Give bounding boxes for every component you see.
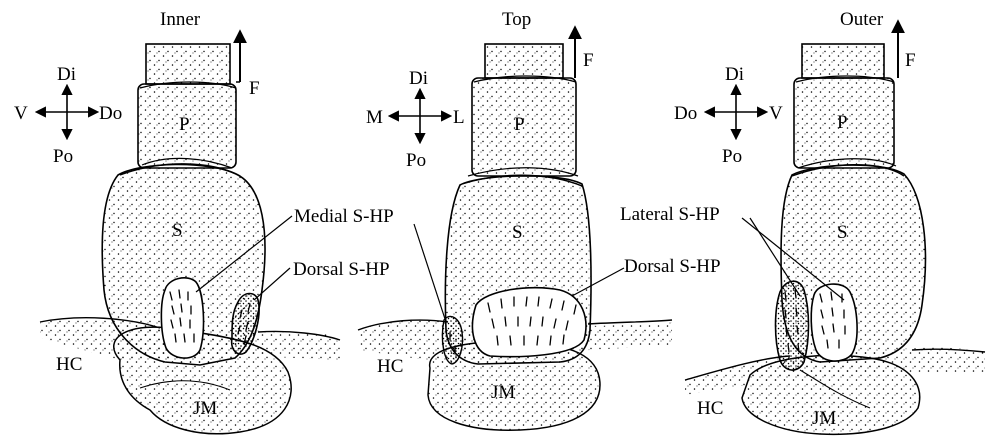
label-s: S xyxy=(512,222,523,243)
compass-label-down: Po xyxy=(722,146,742,167)
label-p: P xyxy=(179,114,190,135)
label-hc: HC xyxy=(56,354,82,375)
panel-title: Outer xyxy=(840,9,884,30)
panel-title: Inner xyxy=(160,9,201,30)
dorsal-hairplate xyxy=(776,281,809,370)
label-jm: JM xyxy=(193,398,217,419)
label-dorsal-s-hp: Dorsal S-HP xyxy=(293,259,390,280)
shaft xyxy=(146,44,230,84)
dorsal-hairplate xyxy=(472,288,585,357)
leader-line xyxy=(414,224,446,322)
compass-rose xyxy=(706,86,766,138)
compass-label-left: V xyxy=(14,103,28,124)
label-lateral-s-hp: Lateral S-HP xyxy=(620,204,720,225)
compass-label-up: Di xyxy=(57,64,76,85)
compass-label-up: Di xyxy=(409,68,428,89)
lateral-hairplate-edge xyxy=(442,316,462,364)
compass-label-left: M xyxy=(366,107,383,128)
medial-hairplate xyxy=(161,278,203,358)
label-s: S xyxy=(837,222,848,243)
label-jm: JM xyxy=(491,382,515,403)
panel-outer: Outer F Di Po Do V P S HC JM Lateral S-H… xyxy=(620,9,985,434)
body-edge xyxy=(588,320,672,324)
force-label: F xyxy=(249,78,260,99)
shaft xyxy=(485,44,563,78)
label-hc: HC xyxy=(377,356,403,377)
compass-label-down: Po xyxy=(406,150,426,171)
compass-label-down: Po xyxy=(53,146,73,167)
force-label: F xyxy=(583,50,594,71)
label-medial-s-hp: Medial S-HP xyxy=(294,206,394,227)
label-dorsal-s-hp: Dorsal S-HP xyxy=(624,256,721,277)
compass-rose xyxy=(37,86,97,138)
label-p: P xyxy=(837,112,848,133)
shaft xyxy=(802,44,884,78)
label-p: P xyxy=(514,114,525,135)
panel-title: Top xyxy=(502,9,531,30)
compass-label-right: L xyxy=(453,107,465,128)
label-jm: JM xyxy=(812,408,836,429)
compass-label-right: Do xyxy=(99,103,122,124)
compass-label-right: V xyxy=(769,103,783,124)
label-s: S xyxy=(172,220,183,241)
force-label: F xyxy=(905,50,916,71)
compass-label-up: Di xyxy=(725,64,744,85)
compass-rose xyxy=(390,90,450,142)
compass-label-left: Do xyxy=(674,103,697,124)
lateral-hairplate xyxy=(811,284,857,361)
label-hc: HC xyxy=(697,398,723,419)
panel-inner: Inner F Di Po V Do P S HC JM Medial S-HP… xyxy=(14,9,394,434)
